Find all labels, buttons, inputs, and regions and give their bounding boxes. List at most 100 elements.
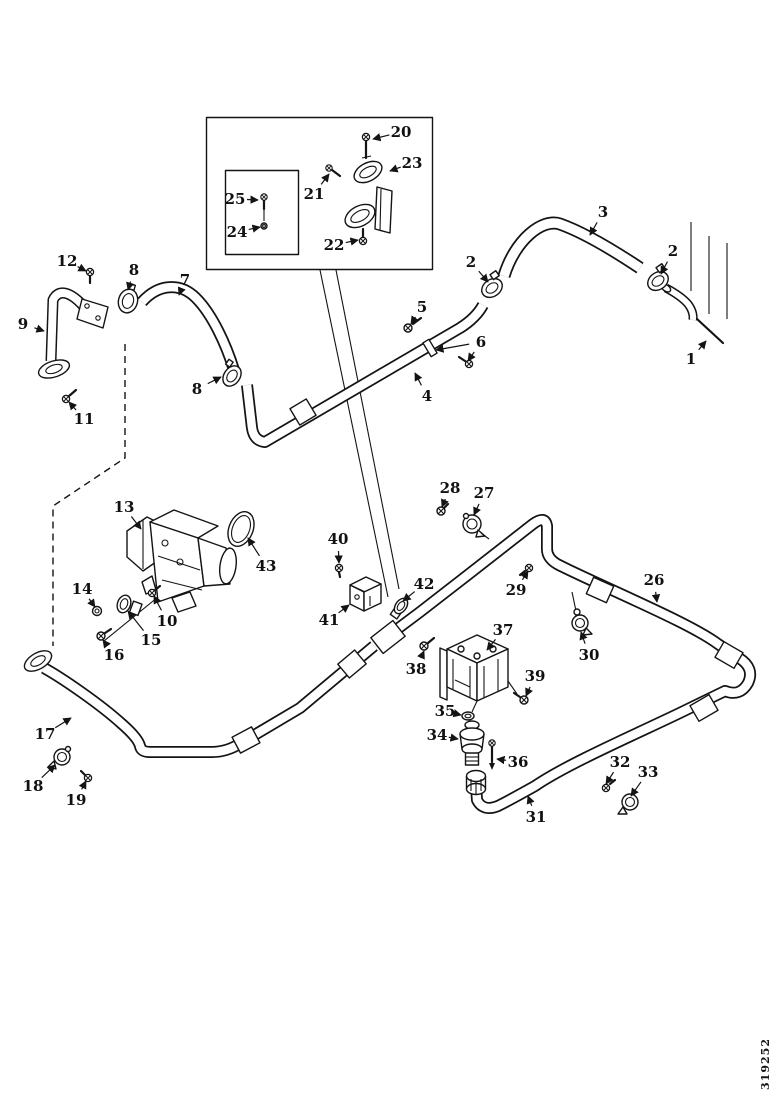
callout-number-1: 1 — [686, 350, 696, 368]
callout-number-42: 42 — [414, 575, 435, 593]
leader-line-24 — [248, 224, 261, 233]
leader-line-8 — [207, 376, 222, 385]
inset-pointer-line — [319, 269, 389, 598]
hose-17-flange — [23, 650, 53, 672]
leader-line-33 — [630, 781, 642, 797]
callout-4: 4 — [414, 372, 432, 405]
callout-number-28: 28 — [440, 479, 461, 497]
callout-33: 33 — [630, 763, 659, 797]
callout-41: 41 — [319, 604, 350, 629]
callout-3: 3 — [589, 203, 608, 236]
callout-38: 38 — [406, 650, 427, 678]
callout-17: 17 — [35, 717, 72, 743]
clamp-15 — [116, 594, 143, 617]
callout-10: 10 — [153, 595, 178, 630]
callout-number-33: 33 — [638, 763, 659, 781]
callout-24: 24 — [227, 223, 261, 241]
hose-17 — [23, 646, 374, 754]
callout-21: 21 — [304, 173, 330, 203]
callout-number-9: 9 — [18, 315, 28, 333]
callout-number-41: 41 — [319, 611, 340, 629]
callout-number-21: 21 — [304, 185, 325, 203]
callout-number-36: 36 — [508, 753, 529, 771]
callout-number-7: 7 — [180, 271, 190, 289]
leader-line-28 — [441, 498, 449, 508]
clamp-33 — [617, 793, 639, 815]
callout-39: 39 — [525, 667, 546, 697]
clamp-27 — [462, 512, 490, 540]
callout-34: 34 — [427, 726, 459, 744]
leader-line-20 — [372, 133, 390, 142]
callout-42: 42 — [402, 575, 435, 602]
leader-line-22 — [345, 237, 359, 246]
hose-31-coupler — [689, 694, 719, 722]
callout-5: 5 — [410, 298, 427, 325]
callout-22: 22 — [324, 236, 359, 254]
callout-9: 9 — [18, 315, 45, 333]
leader-line-6 — [467, 351, 476, 362]
callout-35: 35 — [435, 702, 462, 720]
pipe-4-coupler — [289, 398, 317, 426]
callout-number-30: 30 — [579, 646, 600, 664]
inset-inner-box — [224, 169, 300, 256]
hose-26-coupler — [714, 641, 744, 669]
hose-7 — [142, 287, 234, 370]
callout-number-39: 39 — [525, 667, 546, 685]
leader-line-16 — [102, 639, 111, 649]
leader-line-43 — [247, 537, 261, 557]
drawing-number: 319252 — [759, 1038, 772, 1090]
leader-line-31 — [526, 795, 535, 806]
nut-35 — [461, 711, 475, 721]
callout-27: 27 — [473, 484, 494, 516]
clamp-2-left — [481, 270, 503, 299]
callout-32: 32 — [605, 753, 630, 785]
callout-number-12: 12 — [57, 252, 78, 270]
bolt-5 — [403, 316, 423, 333]
nut-6 — [464, 359, 474, 369]
bolt-11 — [61, 388, 78, 404]
fitting-stack-34-35-36 — [459, 700, 496, 796]
leader-line-27 — [473, 503, 481, 516]
callout-number-26: 26 — [644, 571, 665, 589]
callout-6: 6 — [435, 333, 486, 362]
fitting-34 — [459, 727, 485, 741]
clamp-8-lower — [222, 358, 242, 387]
leader-line-23 — [389, 164, 401, 173]
callout-number-13: 13 — [114, 498, 135, 516]
hose-17-coupler — [337, 649, 367, 679]
callout-number-19: 19 — [66, 791, 87, 809]
leader-line-1 — [697, 340, 707, 351]
pipe-9-flange — [76, 298, 109, 329]
callout-8: 8 — [192, 376, 222, 398]
leader-line-14 — [87, 598, 96, 608]
callout-number-11: 11 — [74, 410, 95, 428]
hose-26-coupler — [585, 576, 615, 604]
leader-line-7 — [177, 286, 186, 296]
callout-43: 43 — [247, 537, 276, 575]
leader-line-19 — [78, 780, 87, 790]
callout-number-37: 37 — [493, 621, 514, 639]
leader-line-2 — [660, 261, 669, 275]
callout-number-5: 5 — [417, 298, 427, 316]
callout-25: 25 — [225, 190, 259, 208]
leader-line-40 — [334, 550, 343, 564]
leader-line-42 — [402, 591, 416, 602]
callout-number-40: 40 — [328, 530, 349, 548]
callout-number-2: 2 — [668, 242, 678, 260]
callout-number-16: 16 — [104, 646, 125, 664]
bracket-assembly — [260, 132, 393, 246]
callout-number-35: 35 — [435, 702, 456, 720]
hose-26-31 — [370, 520, 750, 808]
leader-line-32 — [605, 771, 615, 785]
hose-17-coupler — [231, 726, 261, 754]
callout-40: 40 — [328, 530, 349, 564]
clamp-strap-6 — [422, 338, 474, 369]
callout-number-10: 10 — [157, 612, 178, 630]
callout-number-38: 38 — [406, 660, 427, 678]
leader-line-37 — [486, 638, 496, 651]
callout-number-23: 23 — [402, 154, 423, 172]
frame-dashed-outline — [52, 344, 126, 646]
callout-1: 1 — [686, 340, 707, 368]
bushing — [465, 769, 487, 796]
